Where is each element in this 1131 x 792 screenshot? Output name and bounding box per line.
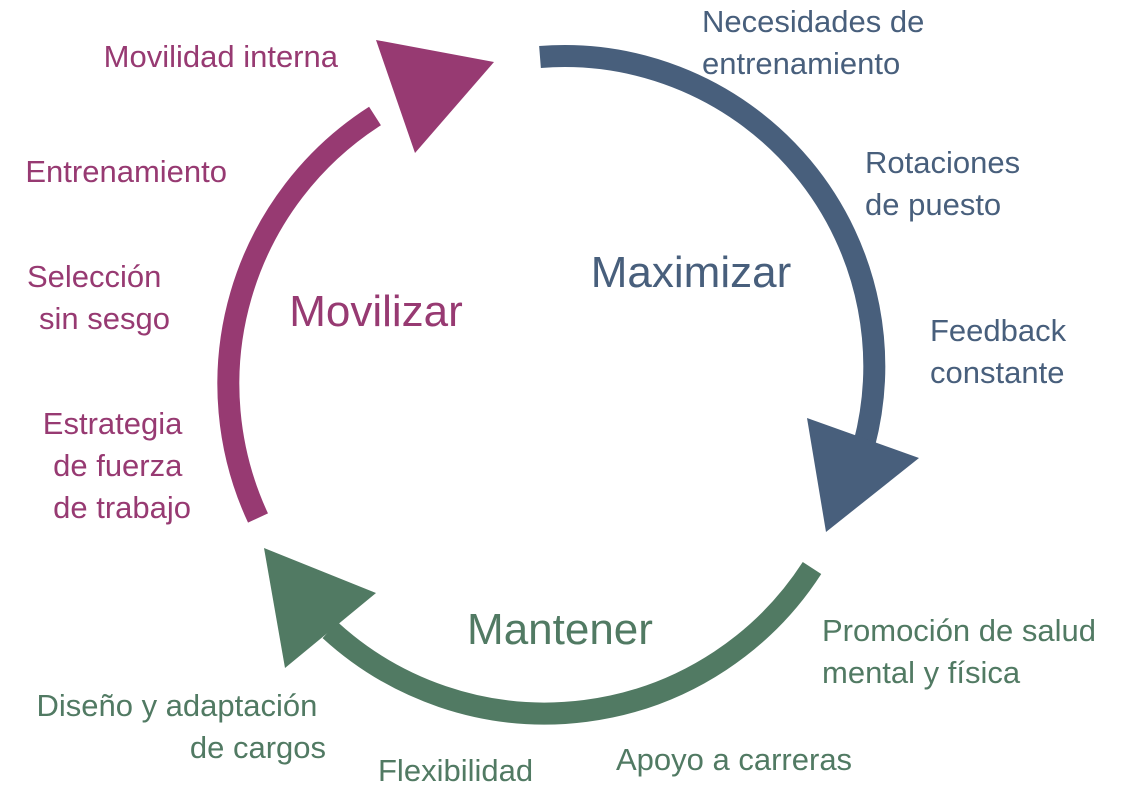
stage-title-maximizar: Maximizar [591,248,791,297]
mantener-arc [322,562,822,725]
item-apoyo-carreras: Apoyo a carreras [616,742,852,777]
item-necesidades-entrenamiento: Necesidades de entrenamiento [702,4,933,81]
item-rotaciones-puesto: Rotaciones de puesto [865,145,1029,222]
stage-title-mantener: Mantener [467,605,653,654]
item-entrenamiento: Entrenamiento [25,154,227,189]
item-seleccion-sin-sesgo: Selección sin sesgo [27,259,170,336]
item-movilidad-interna: Movilidad interna [104,39,339,74]
item-flexibilidad: Flexibilidad [378,753,533,788]
item-feedback-constante: Feedback constante [930,313,1075,390]
movilizar-arc [217,106,381,523]
maximizar-arc [539,45,886,448]
item-promocion-salud: Promoción de salud mental y física [822,613,1105,690]
movilizar-arrowhead [376,40,494,153]
maximizar-arrowhead [807,418,919,532]
mantener-arrowhead [264,548,376,668]
item-diseno-adaptacion-cargos: Diseño y adaptación de cargos [36,688,326,765]
item-estrategia-fuerza-trabajo: Estrategia de fuerza de trabajo [43,406,191,525]
stage-title-movilizar: Movilizar [289,287,463,336]
